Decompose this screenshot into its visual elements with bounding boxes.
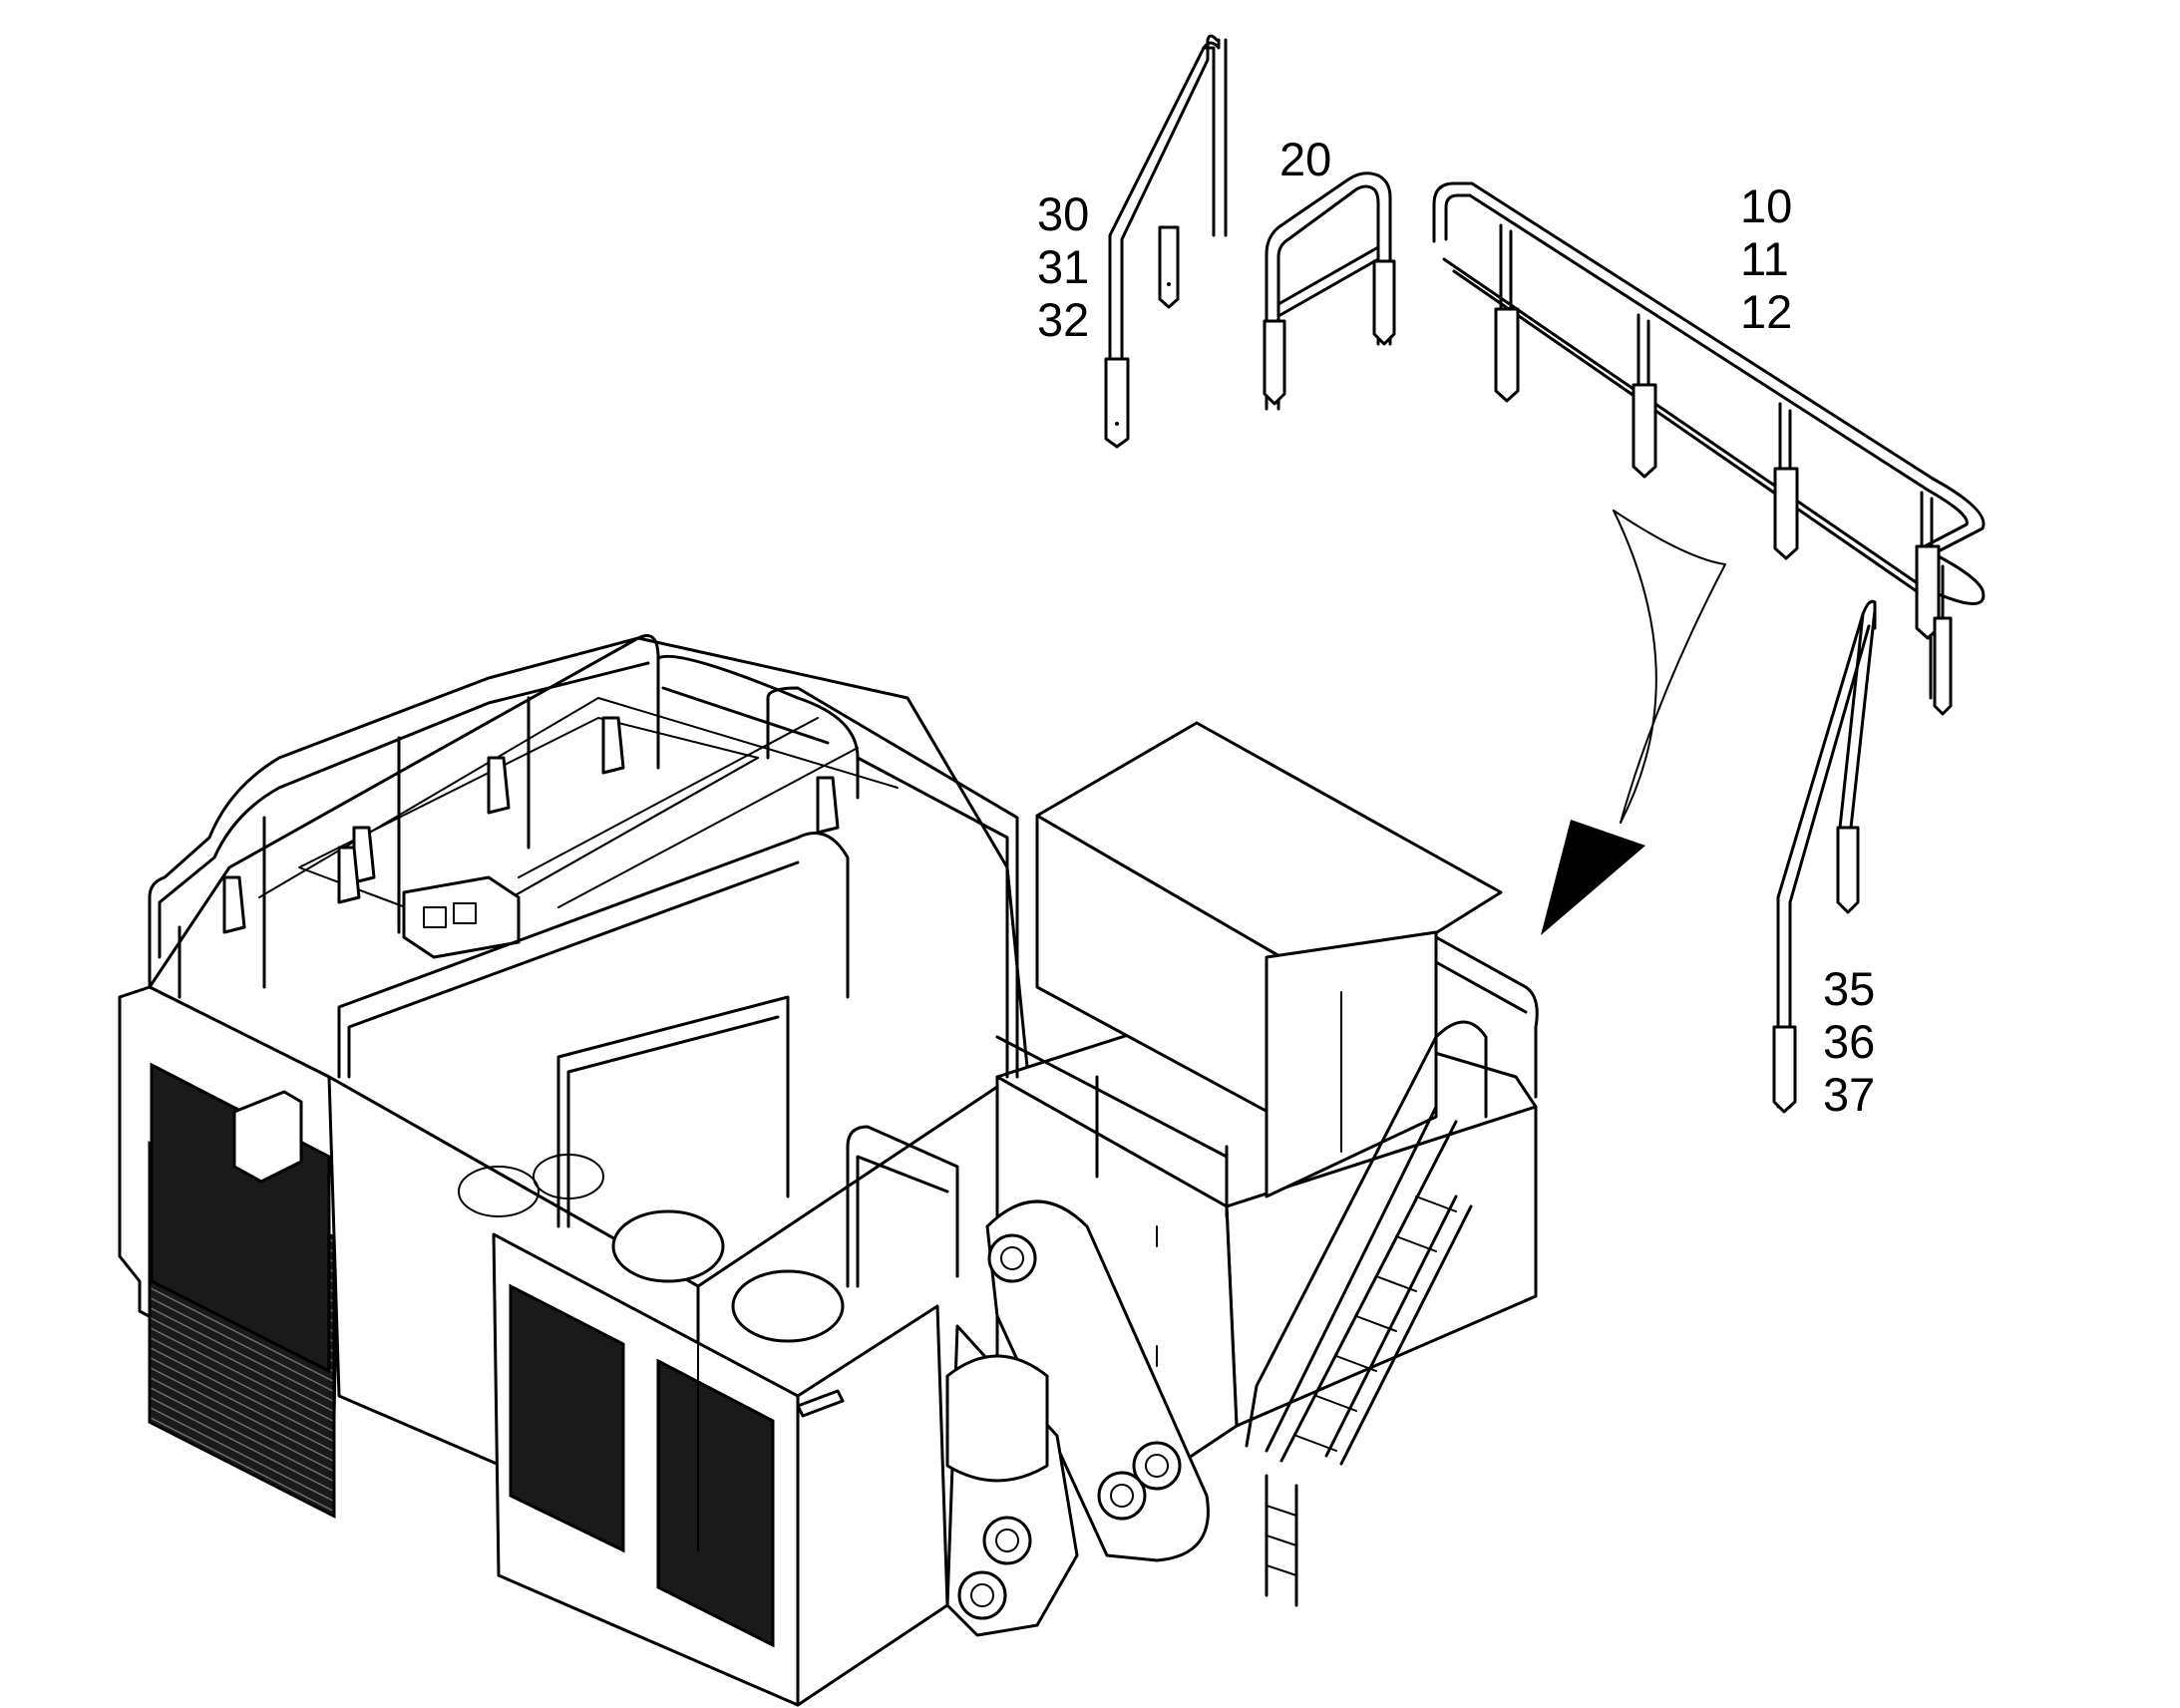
callout-line: 35 xyxy=(1823,962,1876,1015)
callout-part-20: 20 xyxy=(1279,133,1331,185)
callout-line: 10 xyxy=(1740,179,1793,232)
callout-part-35: 35 36 37 xyxy=(1823,962,1875,1121)
callout-line: 31 xyxy=(1037,240,1090,293)
callout-part-10: 10 11 12 xyxy=(1740,179,1792,338)
callout-line: 11 xyxy=(1740,232,1789,285)
callout-line: 36 xyxy=(1823,1015,1876,1068)
machine-handrails xyxy=(148,634,1539,1288)
handrail-part-30 xyxy=(1104,34,1228,449)
callout-line: 30 xyxy=(1037,187,1090,240)
callout-part-30: 30 31 32 xyxy=(1037,187,1089,346)
excavator-superstructure xyxy=(118,634,1539,1707)
curved-arrow-icon xyxy=(1541,510,1726,935)
callout-line: 37 xyxy=(1823,1068,1876,1121)
callout-line: 12 xyxy=(1740,285,1793,338)
boom-linkage xyxy=(945,1199,1210,1637)
callout-line: 20 xyxy=(1279,133,1332,185)
stairway xyxy=(1245,1020,1488,1607)
callout-line: 32 xyxy=(1037,293,1090,346)
handrail-part-35 xyxy=(1772,599,1877,1114)
handrail-part-10 xyxy=(1432,181,1986,716)
handrail-part-20 xyxy=(1263,171,1396,411)
radiator-enclosure xyxy=(1035,721,1503,1198)
